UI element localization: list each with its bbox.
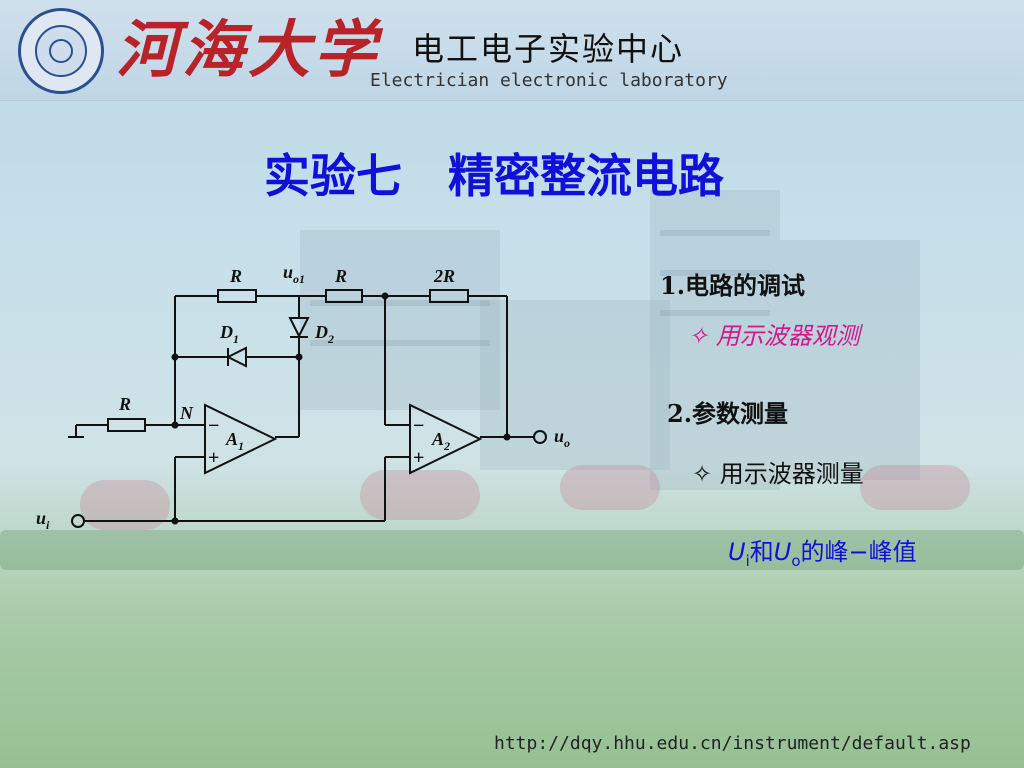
step-1-hint: ✧ 用示波器观测 <box>688 322 860 350</box>
input-terminal <box>71 514 85 528</box>
bg-window-row <box>310 300 490 306</box>
step-1-heading: 1.电路的调试 <box>660 271 806 300</box>
label-r-top-left: R <box>229 266 242 286</box>
label-d2-main: D <box>314 322 328 342</box>
label-a1-main: A <box>225 429 238 449</box>
label-r-input: R <box>118 394 131 414</box>
label-a1-sub: 1 <box>238 439 244 453</box>
bg-flowers <box>360 470 480 520</box>
label-r-top-mid: R <box>334 266 347 286</box>
peak-sub2: o <box>791 551 801 570</box>
label-d2-sub: 2 <box>327 332 334 346</box>
resistor-top-left <box>217 289 257 303</box>
bg-building-right <box>780 240 920 480</box>
label-r-top-right: 2R <box>433 266 455 286</box>
label-d2: D2 <box>314 322 334 346</box>
resistor-top-mid <box>325 289 363 303</box>
seal-inner-ring <box>35 25 87 77</box>
bg-hedge <box>0 530 1024 570</box>
label-d1: D1 <box>219 322 239 346</box>
output-terminal <box>533 430 547 444</box>
rectifier-circuit-diagram: R uo1 R 2R D1 D2 R N − + A1 − + A2 ui uo <box>36 262 570 532</box>
bg-window-row <box>310 340 490 346</box>
peak-tail: 的峰−峰值 <box>800 538 917 566</box>
footer-url: http://dqy.hhu.edu.cn/instrument/default… <box>494 733 971 754</box>
bg-window-row <box>660 230 770 236</box>
bg-window-row <box>660 310 770 316</box>
diode-d2-triangle <box>288 317 310 339</box>
label-uo1-sub: o1 <box>293 272 305 286</box>
label-a2-plus: + <box>413 447 424 469</box>
peak-to-peak-note: Ui和Uo的峰−峰值 <box>728 532 917 570</box>
bg-building-left <box>300 230 500 410</box>
label-uo1: uo1 <box>283 262 305 286</box>
bg-building-center <box>480 300 670 470</box>
slide-title: 实验七 精密整流电路 <box>264 149 724 203</box>
label-uo1-main: u <box>283 262 293 282</box>
center-name-en: Electrician electronic laboratory <box>370 70 728 91</box>
node-dot-output <box>503 433 511 441</box>
resistor-top-right <box>429 289 469 303</box>
step-2-heading: 2.参数测量 <box>667 399 789 428</box>
label-d1-main: D <box>219 322 233 342</box>
university-name: 河海大学 <box>116 13 381 86</box>
peak-sub1: i <box>745 551 750 570</box>
label-ui-main: u <box>36 508 46 528</box>
opamp-a2 <box>409 403 483 475</box>
peak-u2: U <box>773 538 792 566</box>
label-ui-sub: i <box>46 518 50 532</box>
label-node-n: N <box>179 403 194 423</box>
label-a1: A1 <box>225 429 244 453</box>
label-ui: ui <box>36 508 50 532</box>
label-a1-minus: − <box>208 415 219 437</box>
node-dot-input <box>171 517 179 525</box>
peak-u1: U <box>728 538 746 566</box>
bg-window-row <box>660 270 770 276</box>
seal-core <box>49 39 73 63</box>
opamp-a1 <box>204 403 278 475</box>
label-d1-sub: 1 <box>233 332 239 346</box>
bg-flowers <box>560 465 660 510</box>
label-a2-main: A <box>431 429 444 449</box>
peak-mid: 和 <box>749 538 774 566</box>
label-a2-minus: − <box>413 415 424 437</box>
header-band: 河海大学 电工电子实验中心 Electrician electronic lab… <box>0 0 1024 101</box>
resistor-input <box>107 418 146 432</box>
label-uo-main: u <box>554 426 564 446</box>
label-uo-sub: o <box>564 436 570 450</box>
bg-flowers <box>860 465 970 510</box>
label-a1-plus: + <box>208 447 219 469</box>
center-name: 电工电子实验中心 <box>412 30 685 68</box>
bg-building-tower <box>650 190 780 490</box>
label-a2: A2 <box>431 429 450 453</box>
label-a2-sub: 2 <box>443 439 450 453</box>
university-seal-icon <box>18 8 104 94</box>
label-uo: uo <box>554 426 570 450</box>
diode-d1-triangle <box>225 346 247 368</box>
step-2-hint: ✧ 用示波器测量 <box>692 460 864 488</box>
